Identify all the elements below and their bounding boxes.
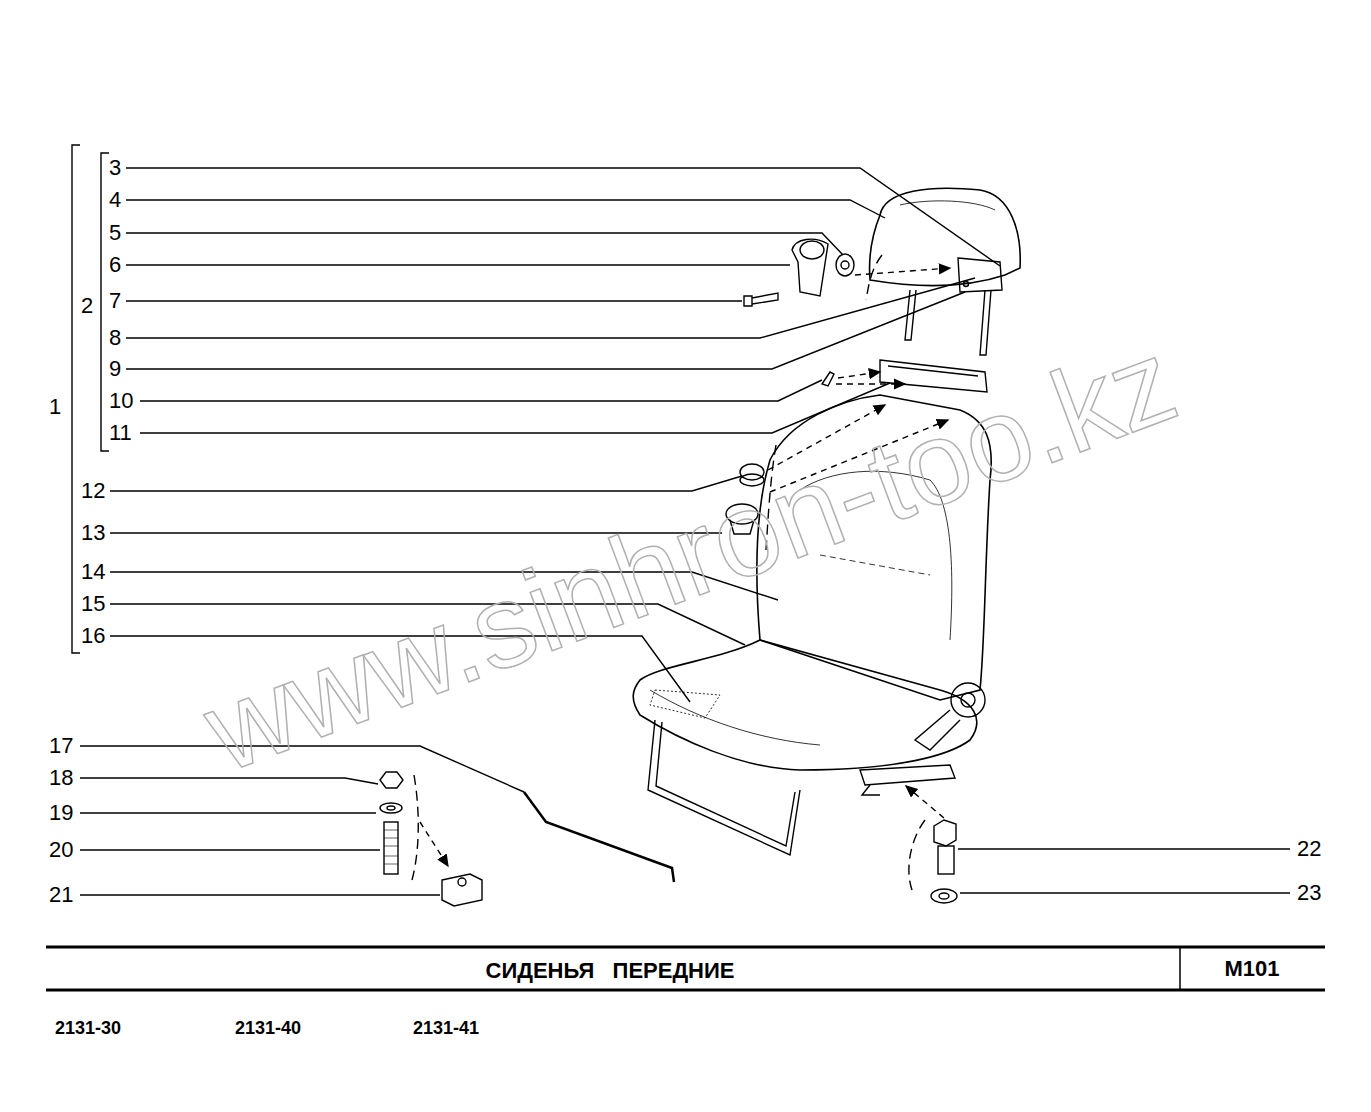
- callout-number: 13: [80, 522, 106, 544]
- callout-number: 10: [108, 390, 134, 412]
- callout-number: 14: [80, 561, 106, 583]
- callout-number: 23: [1296, 882, 1322, 904]
- callout-number: 3: [108, 157, 122, 179]
- callout-number: 12: [80, 480, 106, 502]
- callout-number: 6: [108, 254, 122, 276]
- title-frame: [46, 947, 1325, 990]
- callout-number: 21: [48, 884, 74, 906]
- model-code: 2131-41: [412, 1019, 480, 1037]
- sheet-code: M101: [1223, 958, 1280, 980]
- page-title: СИДЕНЬЯ ПЕРЕДНИЕ: [486, 960, 735, 982]
- callout-number: 5: [108, 222, 122, 244]
- callout-number: 8: [108, 327, 122, 349]
- model-code: 2131-30: [54, 1019, 122, 1037]
- model-code: 2131-40: [234, 1019, 302, 1037]
- callout-number: 20: [48, 839, 74, 861]
- callout-number: 4: [108, 189, 122, 211]
- callout-number: 22: [1296, 838, 1322, 860]
- callout-number: 1: [48, 396, 62, 418]
- callout-number: 11: [108, 422, 133, 444]
- callout-number: 2: [80, 295, 94, 317]
- callout-number: 18: [48, 767, 74, 789]
- callout-number: 15: [80, 593, 106, 615]
- callout-number: 9: [108, 358, 122, 380]
- callout-number: 17: [48, 735, 74, 757]
- group-bracket: [72, 145, 80, 653]
- callout-number: 19: [48, 802, 74, 824]
- callout-number: 16: [80, 625, 106, 647]
- callout-number: 7: [108, 290, 122, 312]
- watermark: www.sinhron-too.kz: [190, 320, 1189, 790]
